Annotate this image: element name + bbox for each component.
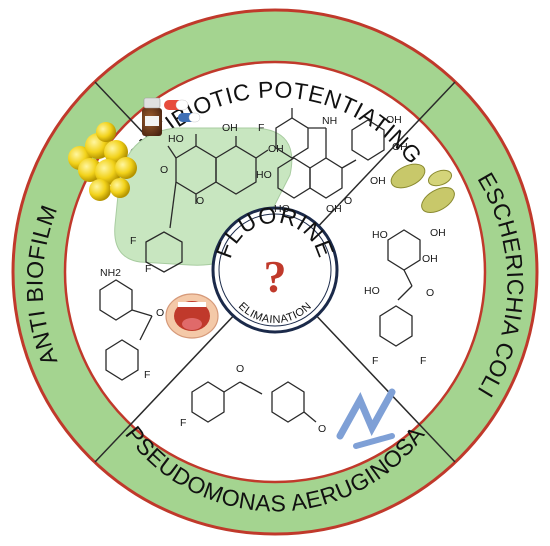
chem-label: F (420, 355, 426, 367)
chem-label: F (372, 355, 378, 367)
chem-label: OH (422, 253, 438, 265)
chem-label: F (130, 235, 136, 247)
molecule-top-right (275, 108, 385, 199)
chem-label: OH (326, 203, 342, 215)
molecule-right (379, 229, 421, 347)
chem-label: NH2 (100, 267, 121, 279)
chem-label: F (145, 263, 151, 275)
chem-label: F (180, 417, 186, 429)
chem-label: OH (268, 143, 284, 155)
e-coli-bacteria-icon (390, 163, 455, 213)
center-inner-ring (218, 213, 332, 327)
chem-label: NH (322, 115, 337, 127)
molecule-bottom (191, 381, 317, 423)
biofilm-cluster-icon (68, 122, 137, 201)
open-mouth-icon (165, 293, 219, 339)
chem-label: O (160, 164, 168, 176)
chem-label: O (426, 287, 434, 299)
chem-label: HO (364, 285, 380, 297)
question-mark-icon: ? (264, 251, 287, 302)
molecule-top-left (145, 134, 269, 273)
chem-label: O (156, 307, 164, 319)
chem-label: O (196, 195, 204, 207)
chem-label: HO (256, 169, 272, 181)
chem-label: O (236, 363, 244, 375)
chem-label: OH (222, 122, 238, 134)
chem-label: F (258, 122, 264, 134)
chem-label: OH (370, 175, 386, 187)
chem-label: F (144, 369, 150, 381)
chem-label: OH (392, 141, 408, 153)
capsule-icon (164, 99, 201, 123)
chem-label: OH (386, 114, 402, 126)
chem-label: HO (168, 133, 184, 145)
chem-label: O (344, 195, 352, 207)
pseudomonas-bacteria-icon (336, 388, 396, 449)
chem-label: OH (430, 227, 446, 239)
molecule-left (99, 279, 153, 381)
chem-label: HO (372, 229, 388, 241)
chem-label: O (318, 423, 326, 435)
center-circle (211, 206, 339, 334)
medicine-bottle-icon (142, 97, 162, 136)
chem-label: HO (274, 203, 290, 215)
